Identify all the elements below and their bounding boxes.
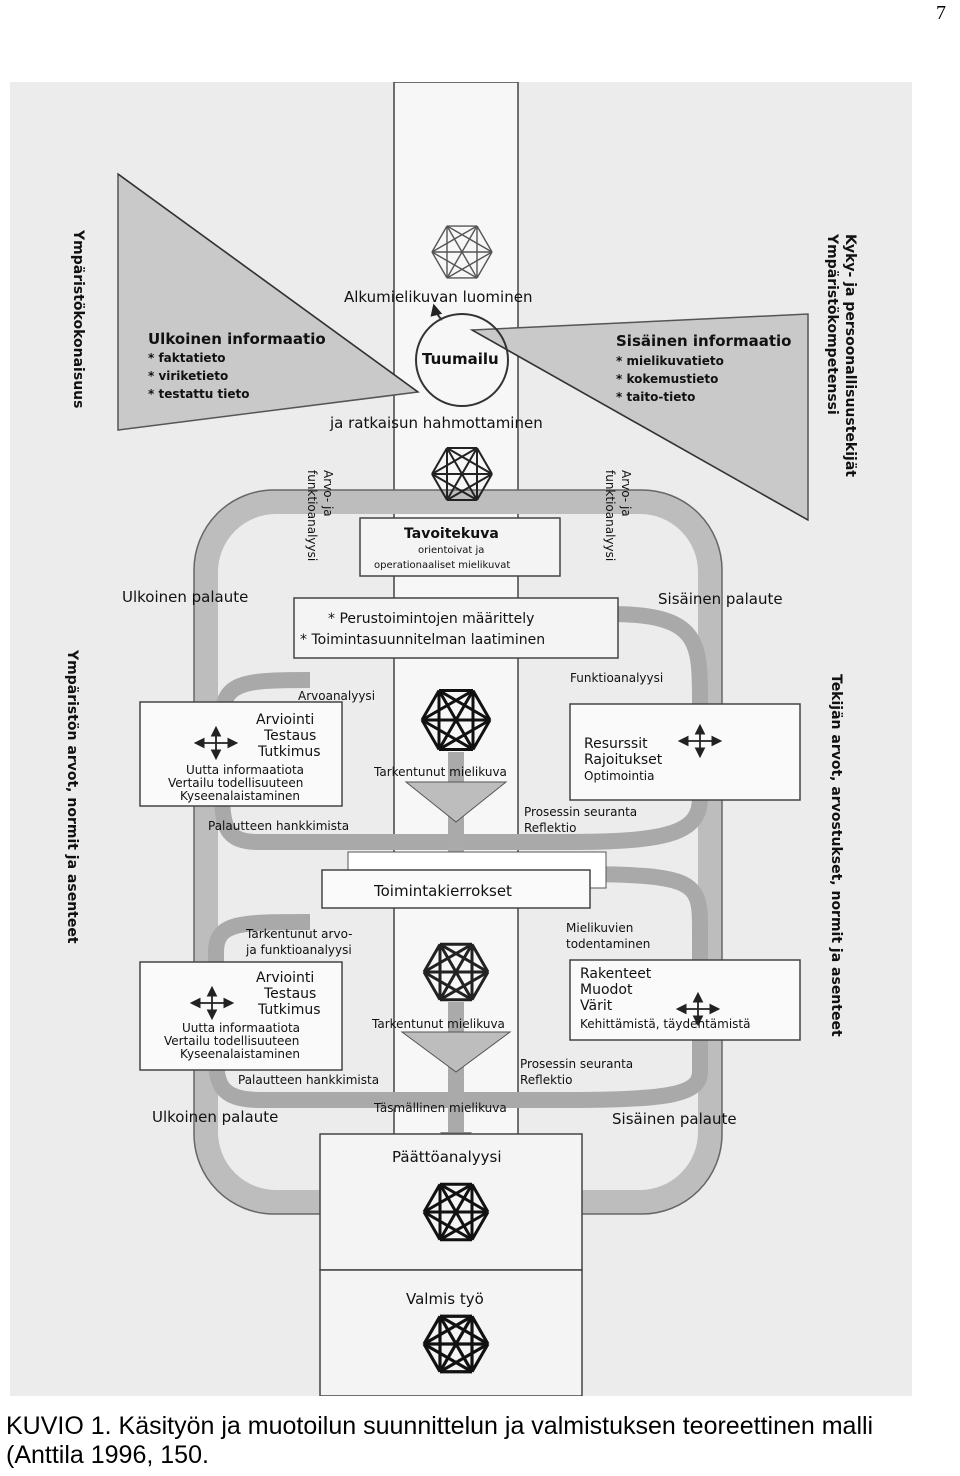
outer-info-title: Ulkoinen informaatio	[148, 330, 326, 348]
process-monitor-2a: Prosessin seuranta	[520, 1057, 633, 1071]
feedback-inner-top: Sisäinen palaute	[658, 590, 783, 608]
refined-image-1: Tarkentunut mielikuva	[373, 765, 507, 779]
resource-line-3: Optimointia	[584, 769, 654, 783]
value-right-2: funktioanalyysi	[603, 470, 617, 561]
goal-title: Tavoitekuva	[404, 526, 499, 542]
getting-feedback-1: Palautteen hankkimista	[208, 819, 349, 833]
structure-line-1: Rakenteet	[580, 966, 652, 982]
image-verify-2: todentaminen	[566, 937, 650, 951]
lower-inner-loop	[208, 866, 708, 1108]
upper-inner-loop	[214, 606, 708, 850]
side-left-bottom: Ympäristön arvot, normit ja asenteet	[64, 649, 80, 944]
eval2-line-4: Uutta informaatiota	[182, 1021, 300, 1035]
eval1-line-3: Tutkimus	[257, 744, 321, 760]
side-right-top-1: Kyky- ja persoonallisuustekijät	[842, 234, 858, 477]
eval2-line-6: Kyseenalaistaminen	[180, 1047, 300, 1061]
structure-box	[569, 959, 801, 1041]
resource-line-1: Resurssit	[584, 736, 648, 752]
refined-analysis-2: ja funktioanalyysi	[245, 943, 352, 957]
feedback-outer-top: Ulkoinen palaute	[122, 588, 248, 606]
value-left-2: funktioanalyysi	[305, 470, 319, 561]
step-2: * Toimintasuunnitelman laatiminen	[300, 632, 545, 648]
eval1-line-2: Testaus	[263, 728, 316, 744]
eval1-line-1: Arviointi	[256, 712, 314, 728]
page-number: 7	[936, 2, 946, 24]
resource-line-2: Rajoitukset	[584, 752, 663, 768]
down-arrow-head-3	[400, 1031, 512, 1073]
eval-box-1	[139, 701, 343, 807]
action-cycles: Toimintakierrokset	[373, 882, 512, 900]
outer-triangle-edge	[117, 173, 419, 393]
value-left-1: Arvo- ja	[321, 470, 335, 517]
final-analysis: Päättöanalyysi	[392, 1148, 502, 1166]
resource-box	[569, 703, 801, 801]
finished-work: Valmis työ	[406, 1290, 484, 1308]
structure-line-3: Värit	[580, 998, 613, 1014]
inner-info-item-1: * mielikuvatieto	[616, 354, 724, 368]
crystal-icon	[431, 447, 493, 501]
eval2-line-2: Testaus	[263, 986, 316, 1002]
inner-info-item-3: * taito-tieto	[616, 390, 695, 404]
inner-triangle-edge	[471, 329, 809, 521]
outer-info-item-1: * faktatieto	[148, 351, 226, 365]
image-verify-1: Mielikuvien	[566, 921, 633, 935]
cross-arrow-right-1	[677, 723, 723, 759]
process-monitor-2b: Reflektio	[520, 1073, 572, 1087]
crystal-icon	[422, 1182, 490, 1242]
side-left-top: Ympäristökokonaisuus	[70, 229, 86, 408]
eval2-line-3: Tutkimus	[257, 1002, 321, 1018]
eval2-line-5: Vertailu todellisuuteen	[164, 1034, 299, 1048]
crystal-icon	[431, 225, 493, 279]
down-arrow-head-1	[404, 781, 508, 823]
value-right-1: Arvo- ja	[619, 470, 633, 517]
tuumailu-loop	[415, 313, 509, 407]
process-monitor-1a: Prosessin seuranta	[524, 805, 637, 819]
exact-image: Täsmällinen mielikuva	[373, 1101, 507, 1115]
crystal-icon-group	[420, 225, 493, 1374]
eval1-line-5: Vertailu todellisuuteen	[168, 776, 303, 790]
refined-image-2: Tarkentunut mielikuva	[371, 1017, 505, 1031]
feedback-inner-bottom: Sisäinen palaute	[612, 1110, 737, 1128]
crystal-icon	[422, 1314, 490, 1374]
under-loop-label: ja ratkaisun hahmottaminen	[329, 414, 543, 432]
caption-line-1: KUVIO 1. Käsityön ja muotoilun suunnitte…	[6, 1412, 874, 1440]
structure-line-4: Kehittämistä, täydentämistä	[580, 1017, 750, 1031]
steps-box	[293, 597, 619, 659]
outer-info-item-2: * viriketieto	[148, 369, 228, 383]
function-analysis: Funktioanalyysi	[570, 671, 663, 685]
caption-line-2: (Anttila 1996, 150.	[6, 1441, 209, 1469]
center-loop-label: Tuumailu	[422, 350, 499, 368]
inner-info-item-2: * kokemustieto	[616, 372, 718, 386]
cross-arrow-left-2	[189, 985, 235, 1021]
finished-work-box	[319, 1269, 583, 1396]
structure-line-2: Muodot	[580, 982, 633, 998]
refined-analysis-1: Tarkentunut arvo-	[245, 927, 352, 941]
step-1: * Perustoimintojen määrittely	[328, 611, 534, 627]
process-monitor-1b: Reflektio	[524, 821, 576, 835]
eval1-line-4: Uutta informaatiota	[186, 763, 304, 777]
goal-line-1: orientoivat ja	[418, 545, 484, 556]
outer-info-item-3: * testattu tieto	[148, 387, 249, 401]
top-label: Alkumielikuvan luominen	[344, 288, 532, 306]
getting-feedback-2: Palautteen hankkimista	[238, 1073, 379, 1087]
eval2-line-1: Arviointi	[256, 970, 314, 986]
eval-box-2	[139, 961, 343, 1071]
cross-arrow-right-2	[675, 991, 721, 1027]
tuumailu-arrow	[430, 303, 443, 321]
goal-box	[359, 517, 561, 577]
figure-caption: KUVIO 1. Käsityön ja muotoilun suunnitte…	[6, 1412, 946, 1470]
action-cycles-box	[321, 869, 591, 909]
goal-line-2: operationaaliset mielikuvat	[374, 560, 510, 571]
crystal-icon	[420, 689, 492, 751]
crystal-icon	[422, 942, 490, 1002]
feedback-outer-bottom: Ulkoinen palaute	[152, 1108, 278, 1126]
eval1-line-6: Kyseenalaistaminen	[180, 789, 300, 803]
cross-arrow-left-1	[193, 725, 239, 761]
side-right-bottom: Tekijän arvot, arvostukset, normit ja as…	[828, 674, 844, 1037]
value-analysis: Arvoanalyysi	[298, 689, 375, 703]
inner-info-title: Sisäinen informaatio	[616, 332, 791, 350]
design-model-diagram: Ympäristökokonaisuus Ympäristön arvot, n…	[10, 82, 912, 1396]
side-right-top-2: Ympäristökompetenssi	[824, 233, 840, 415]
